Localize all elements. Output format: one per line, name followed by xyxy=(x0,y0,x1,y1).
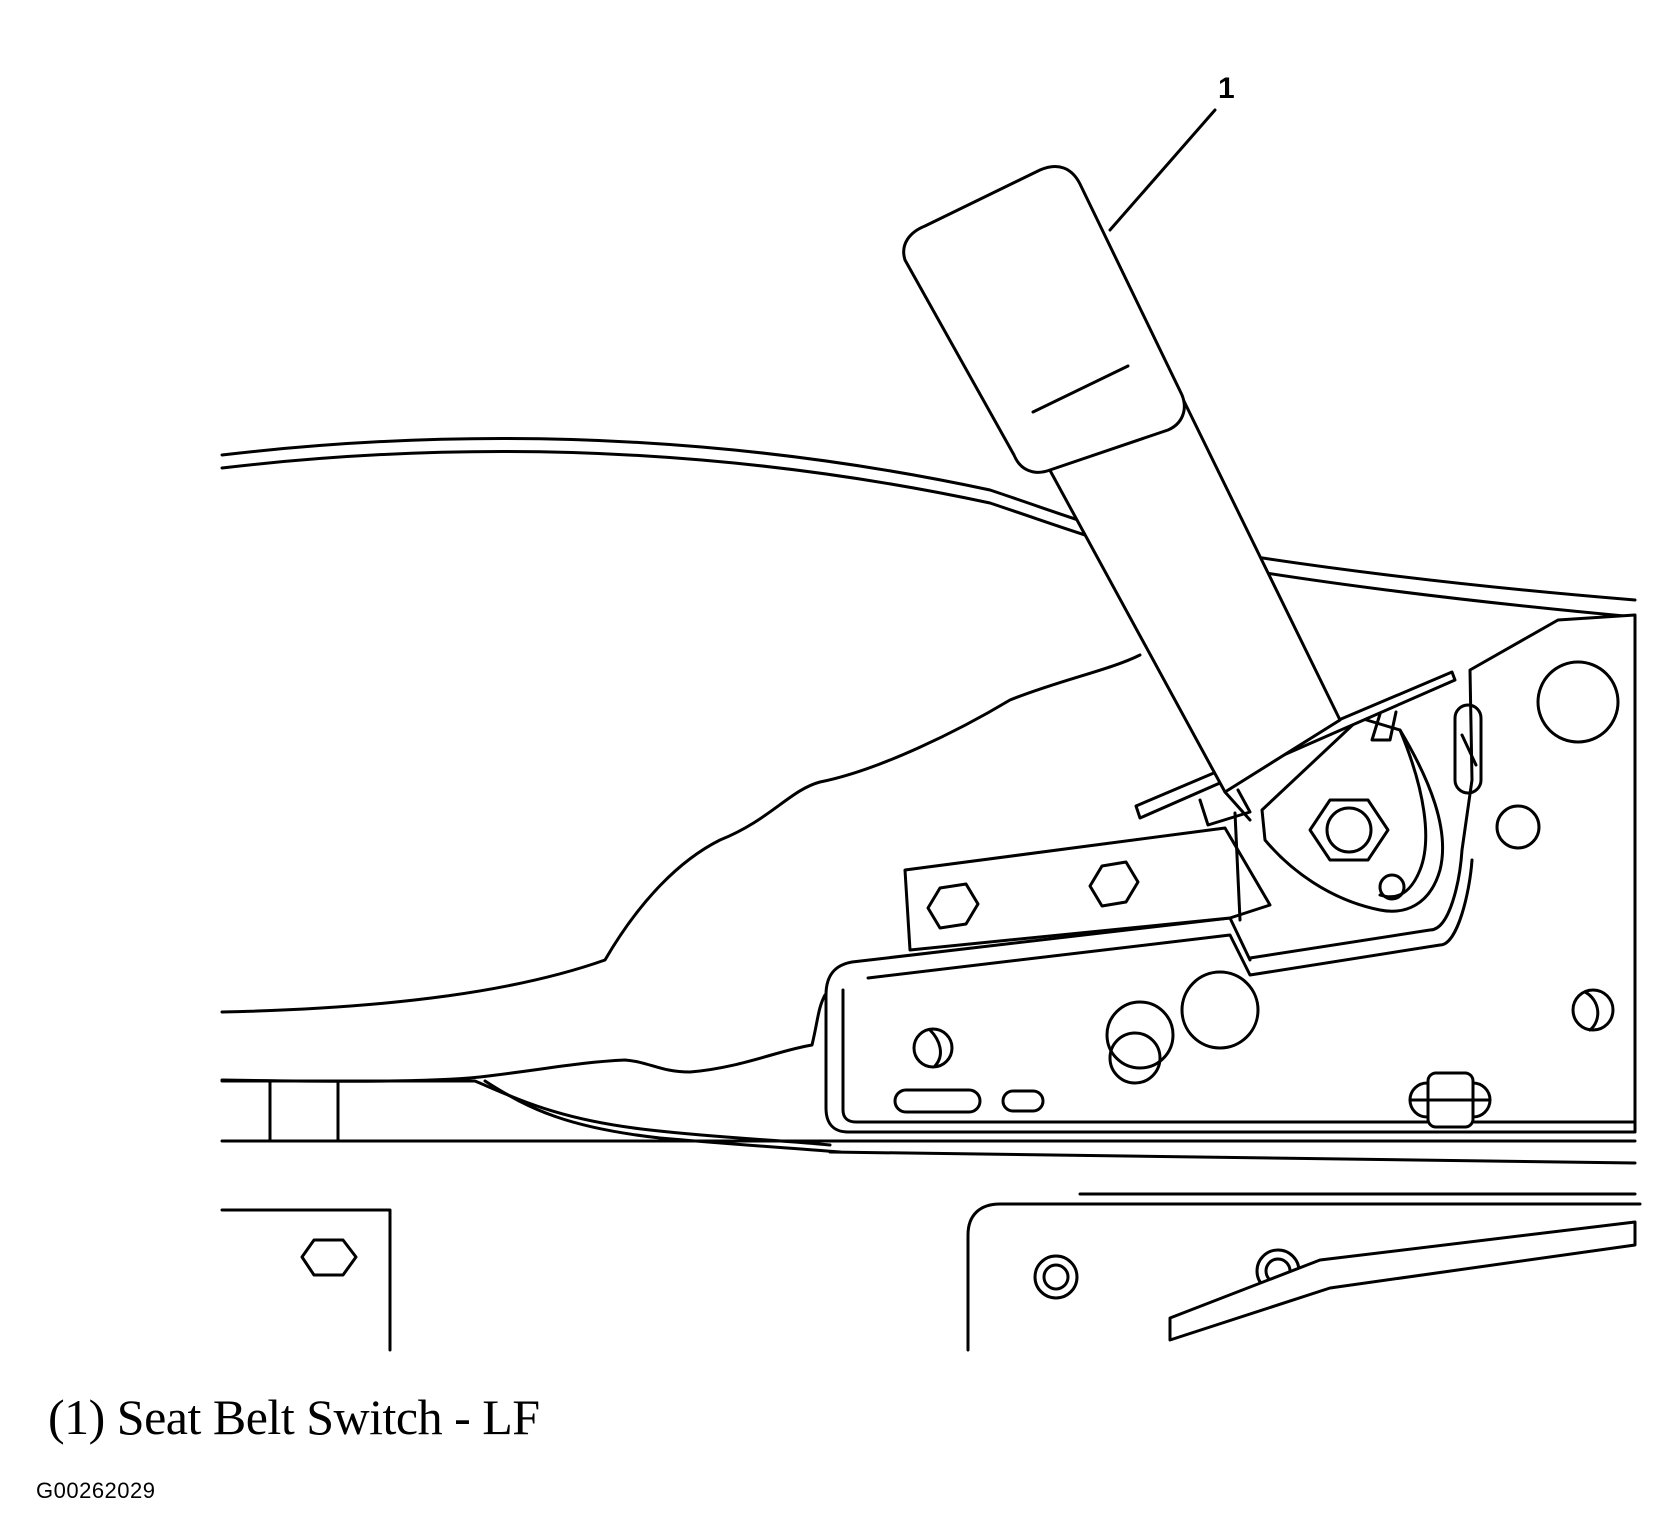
figure-id: G00262029 xyxy=(36,1478,156,1503)
frame-hole-5 xyxy=(1571,988,1615,1032)
hex-bolt-right-icon xyxy=(1088,860,1140,908)
anchor-bolt-hex-icon xyxy=(1308,798,1390,862)
frame-hole-6 xyxy=(1536,660,1620,744)
seat-belt-buckle[interactable] xyxy=(902,165,1186,474)
buckle-mount-bracket xyxy=(903,811,1272,952)
callout-number: 1 xyxy=(1218,72,1235,105)
seat-cushion-side-edge xyxy=(220,653,1142,1014)
frame-hole-1 xyxy=(1180,970,1260,1050)
frame-slot-2 xyxy=(1001,1089,1045,1113)
frame-hole-7 xyxy=(1495,804,1541,850)
frame-slot-1 xyxy=(893,1088,982,1114)
hex-bolt-left-icon xyxy=(926,882,980,930)
torx-screw-left-icon xyxy=(1033,1254,1079,1300)
frame-hole-2 xyxy=(1105,1000,1175,1070)
frame-hole-4 xyxy=(912,1027,954,1069)
frame-hole-3 xyxy=(1108,1031,1162,1085)
seat-cushion-upper-contour xyxy=(220,437,1637,619)
frame-grommet xyxy=(1408,1071,1492,1129)
buckle-release-line xyxy=(1031,364,1130,414)
callout-leader-line xyxy=(1108,108,1217,232)
figure-caption: (1) Seat Belt Switch - LF xyxy=(48,1389,540,1445)
anchor-bolt-head xyxy=(1325,806,1373,854)
anchor-small-hole xyxy=(1378,873,1406,901)
seat-track-rails xyxy=(220,1079,1637,1196)
lower-right-bracket xyxy=(966,1202,1642,1352)
lower-left-bracket xyxy=(220,1208,392,1352)
seat-frame-plate xyxy=(824,613,1637,1134)
hex-bolt-lower-left-icon xyxy=(300,1238,358,1277)
frame-slot-3 xyxy=(1453,703,1483,795)
buckle-anchor-arm xyxy=(1260,716,1445,913)
